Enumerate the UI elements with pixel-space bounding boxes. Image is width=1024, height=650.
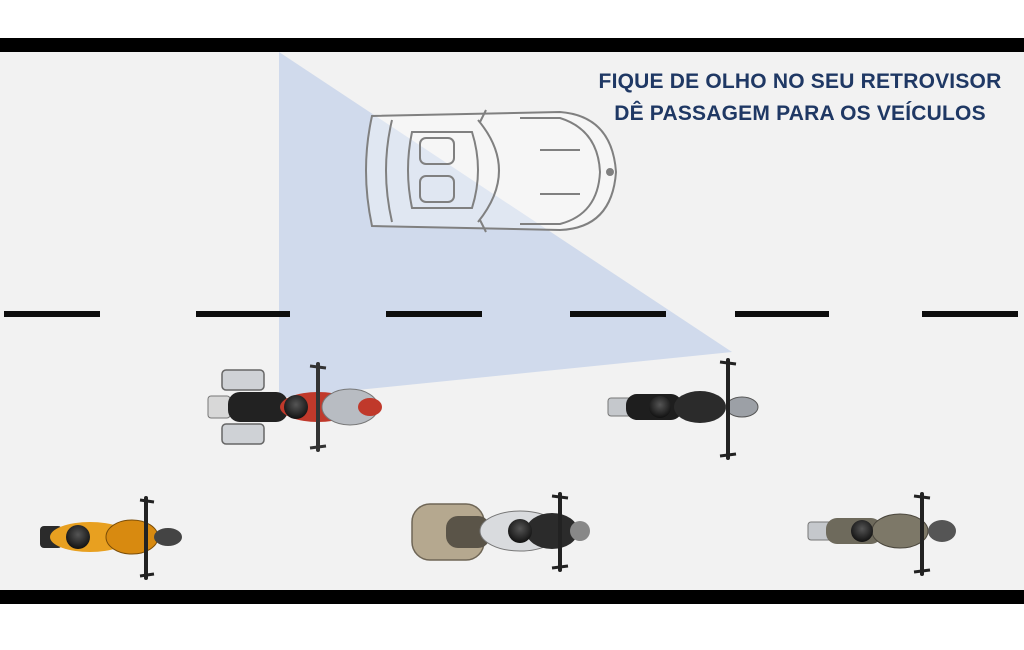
road-edge-bottom (0, 590, 1024, 604)
safety-caption: FIQUE DE OLHO NO SEU RETROVISOR DÊ PASSA… (560, 66, 1024, 130)
scooter-beige-icon (411, 492, 590, 572)
caption-line-2: DÊ PASSAGEM PARA OS VEÍCULOS (614, 102, 986, 125)
sport-motorcycle-orange-icon (40, 496, 182, 580)
lane-marking (4, 311, 1018, 317)
adventure-motorcycle-olive-icon (807, 492, 956, 576)
road-edge-top (0, 38, 1024, 52)
touring-motorcycle-red-icon (207, 362, 382, 452)
convertible-car-icon (365, 109, 618, 233)
naked-motorcycle-black-icon (607, 358, 759, 460)
caption-line-1: FIQUE DE OLHO NO SEU RETROVISOR (598, 70, 1002, 93)
